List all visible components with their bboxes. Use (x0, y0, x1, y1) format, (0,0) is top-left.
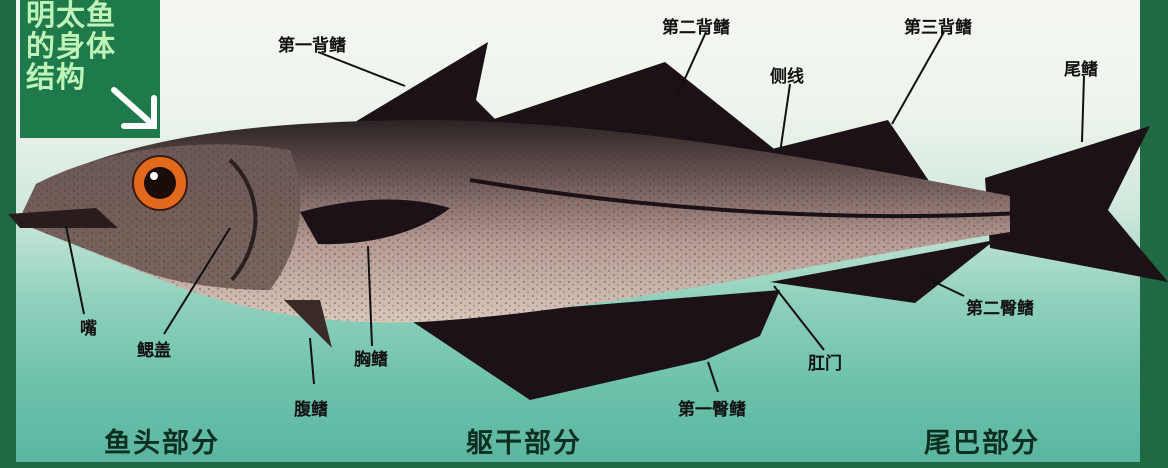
leader-third-dorsal (892, 32, 944, 124)
label-pelvic-fin: 腹鳍 (294, 395, 328, 420)
label-second-anal-fin: 第二臀鳍 (966, 294, 1034, 319)
section-head: 鱼头部分 (104, 421, 220, 460)
caudal-fin (985, 126, 1168, 282)
section-tail: 尾巴部分 (924, 421, 1040, 460)
first-dorsal-fin (350, 42, 502, 126)
label-lateral-line: 侧线 (770, 62, 804, 87)
leader-lateral-line (780, 84, 790, 153)
section-trunk: 躯干部分 (466, 421, 582, 460)
leader-first-dorsal (318, 52, 405, 86)
label-second-dorsal-fin: 第二背鳍 (662, 13, 730, 38)
label-pectoral-fin: 胸鳍 (354, 345, 388, 370)
leader-pelvic (310, 338, 314, 384)
label-first-dorsal-fin: 第一背鳍 (278, 31, 346, 56)
leader-anus (774, 286, 824, 350)
leader-caudal (1082, 76, 1084, 142)
label-gill-cover: 鳃盖 (137, 336, 171, 361)
label-mouth: 嘴 (80, 314, 97, 339)
leader-first-anal (708, 362, 718, 392)
label-third-dorsal-fin: 第三背鳍 (904, 13, 972, 38)
label-first-anal-fin: 第一臀鳍 (678, 395, 746, 420)
label-caudal-fin: 尾鳍 (1064, 55, 1098, 80)
label-anus: 肛门 (808, 349, 842, 374)
